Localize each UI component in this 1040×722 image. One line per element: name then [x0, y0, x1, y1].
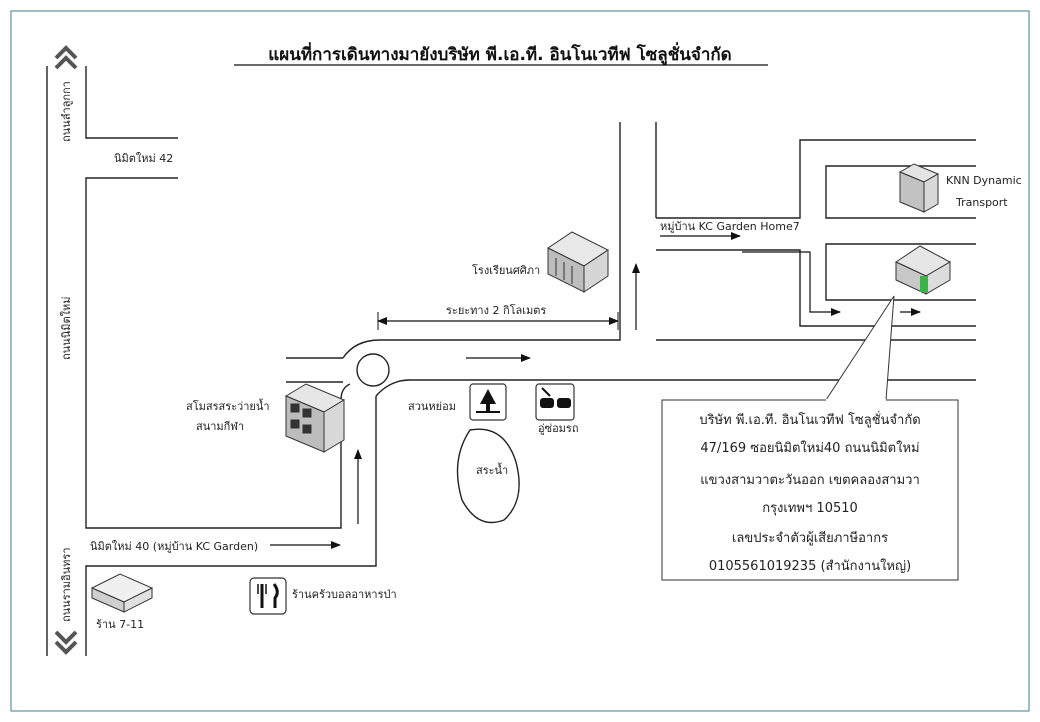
road-nimit-mai-42: นิมิตใหม่ 42	[114, 152, 173, 165]
company-name: บริษัท พี.เอ.ที. อินโนเวทีฟ โซลูชั่นจำกั…	[699, 411, 920, 428]
shop-icon	[90, 573, 154, 613]
distance-label: ระยะทาง 2 กิโลเมตร	[446, 303, 546, 317]
car-repair-icon	[535, 383, 575, 421]
garage-label: อู่ซ่อมรถ	[538, 422, 579, 435]
roundabout	[356, 353, 390, 387]
double-chevron-up-icon	[54, 45, 78, 70]
fork-knife-icon	[249, 577, 287, 615]
map-title: แผนที่การเดินทางมายังบริษัท พี.เอ.ที. อิ…	[268, 42, 731, 66]
seven-eleven-label: ร้าน 7-11	[96, 618, 144, 631]
restaurant-label: ร้านครัวบอลอาหารป่า	[292, 588, 397, 601]
double-chevron-down-icon	[54, 630, 78, 655]
swimming-club-building-icon	[284, 383, 346, 453]
knn-label-line2: Transport	[955, 196, 1008, 209]
park-label: สวนหย่อม	[408, 400, 456, 413]
road-nimit-mai: ถนนนิมิตใหม่	[60, 297, 73, 361]
callout-pointer	[825, 295, 895, 401]
office-icon	[894, 245, 952, 295]
tree-icon	[469, 383, 507, 421]
company-info-box	[661, 399, 959, 581]
knn-label-line1: KNN Dynamic	[946, 174, 1022, 187]
school-label: โรงเรียนศศิภา	[472, 263, 540, 277]
company-address: 47/169 ซอยนิมิตใหม่40 ถนนนิมิตใหม่	[700, 440, 919, 456]
road-kc-garden-home7: หมู่บ้าน KC Garden Home7	[660, 220, 800, 233]
building-icon	[898, 163, 940, 213]
company-city: กรุงเทพฯ 10510	[762, 501, 858, 516]
swimming-club-label: สโมสรสระว่ายน้ำ	[186, 398, 270, 413]
road-nimit-mai-40: นิมิตใหม่ 40 (หมู่บ้าน KC Garden)	[90, 540, 258, 553]
sports-field-label: สนามกีฬา	[196, 420, 244, 433]
company-tax-label: เลขประจำตัวผู้เสียภาษีอากร	[732, 530, 888, 546]
company-info: บริษัท พี.เอ.ที. อินโนเวทีฟ โซลูชั่นจำกั…	[699, 411, 920, 574]
company-district: แขวงสามวาตะวันออก เขตคลองสามวา	[700, 473, 920, 488]
map-frame	[10, 10, 1030, 712]
company-tax-id: 0105561019235 (สำนักงานใหญ่)	[709, 558, 911, 574]
school-building-icon	[547, 231, 609, 293]
road-ram-inthra: ถนนรามอินทรา	[60, 548, 73, 623]
road-lines	[46, 66, 976, 656]
pond-label: สระน้ำ	[476, 462, 508, 477]
road-lam-luk-ka: ถนนลำลูกกา	[60, 81, 73, 142]
pond-shape	[456, 428, 520, 524]
direction-arrows	[270, 232, 921, 549]
